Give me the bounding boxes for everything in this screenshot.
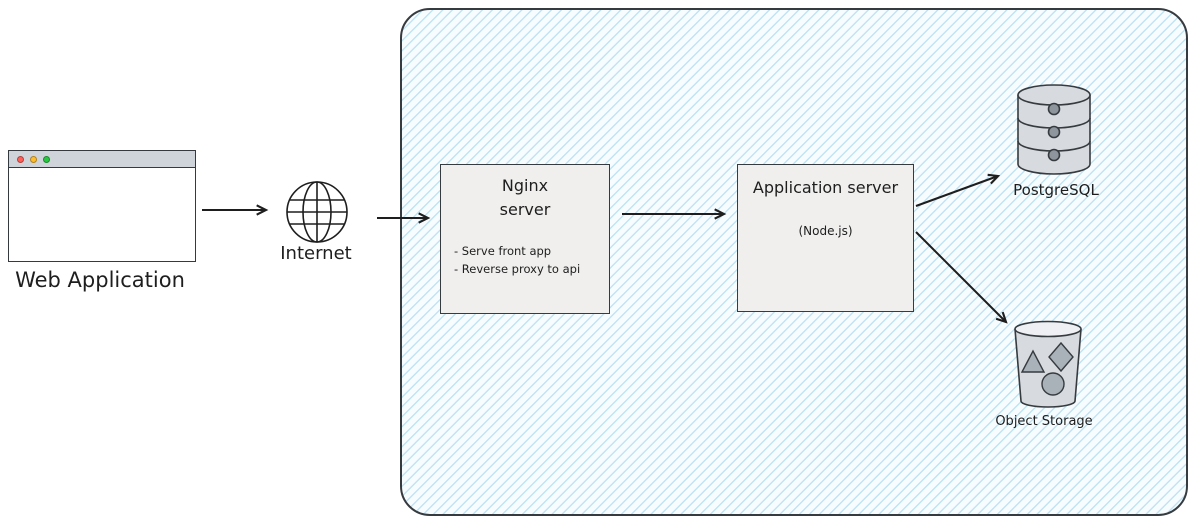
postgresql-node (1016, 84, 1092, 180)
nginx-bullet-list: - Serve front app - Reverse proxy to api (441, 242, 609, 279)
nginx-bullet-item: - Reverse proxy to api (454, 262, 581, 277)
diamond-shape-icon (1048, 341, 1074, 373)
application-server-title: Application server (752, 178, 899, 197)
maximize-dot-icon (43, 155, 50, 163)
nginx-title-line2: server (499, 200, 551, 219)
browser-titlebar (9, 151, 195, 168)
nginx-title-line1: Nginx (501, 176, 549, 195)
web-application-label: Web Application (15, 268, 185, 292)
minimize-dot-icon (30, 155, 37, 163)
internet-node (284, 179, 350, 245)
triangle-shape-icon (1020, 349, 1046, 373)
nginx-title: Nginx server (441, 174, 609, 222)
close-dot-icon (17, 155, 24, 163)
internet-label: Internet (280, 243, 352, 264)
application-server-subtitle: (Node.js) (798, 224, 853, 238)
database-icon (1017, 84, 1091, 175)
nginx-bullet-item: - Serve front app (454, 244, 552, 258)
web-application-node (8, 150, 196, 262)
circle-shape-icon (1041, 372, 1065, 396)
application-server-node: Application server (Node.js) (737, 164, 914, 312)
postgresql-label: PostgreSQL (1013, 181, 1099, 199)
object-storage-node (1012, 320, 1084, 412)
bucket-icon (1014, 320, 1082, 408)
object-storage-label: Object Storage (995, 414, 1093, 429)
nginx-server-node: Nginx server - Serve front app - Reverse… (440, 164, 610, 314)
globe-icon (286, 181, 348, 243)
